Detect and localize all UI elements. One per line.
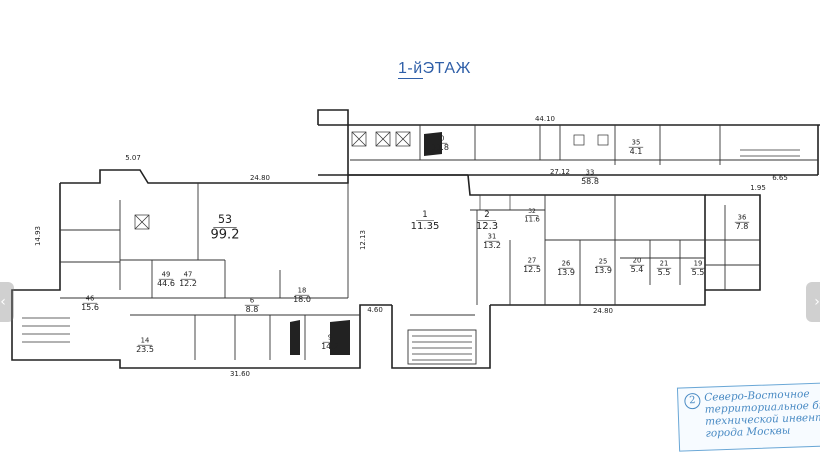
plan-viewer: 1-йЭТАЖ [0,60,820,452]
room-number: 35 [632,138,641,146]
chevron-right-icon: › [814,294,820,310]
bti-stamp: 2 Северо-Восточное территориальное бюро … [676,382,820,452]
room-area: 5.4 [631,265,644,274]
stair-hatching [22,149,800,361]
room-area: 12.3 [476,221,498,232]
shaded-areas [290,132,442,355]
room-number: 9 [328,333,332,341]
room-area: 5.5 [658,268,671,277]
room-number: 2 [484,210,489,220]
room-area: 23.5 [136,345,154,354]
room-number: 36 [738,213,747,221]
room-area: 11.35 [411,221,440,232]
room-area: 18.0 [293,295,311,304]
chevron-left-icon: ‹ [0,294,6,310]
room-number: 33 [586,168,595,176]
stamp-line: города Москвы [705,424,791,440]
room-area: 8.8 [246,305,259,314]
room-number: 53 [218,213,232,226]
room-number: 18 [298,286,307,294]
fixtures [134,131,609,230]
room-number: 21 [660,259,669,267]
prev-image-button[interactable]: ‹ [0,282,14,322]
room-area: 15.6 [81,303,99,312]
room-number: 19 [694,259,703,267]
room-area: 13.9 [557,268,575,277]
dim-bottom-right: 24.80 [593,307,613,315]
floor-number: 1-й [398,60,423,79]
room-area: 13.9 [594,266,612,275]
room-number: 6 [250,296,254,304]
room-number: 49 [162,270,171,278]
room-area: 33.8 [431,143,449,152]
inner-walls [60,125,818,365]
room-number: 26 [562,259,571,267]
room-area: 14.2 [321,342,339,351]
room-number: 47 [184,270,193,278]
room-number: 20 [633,256,642,264]
room-number: 40 [436,134,445,142]
room-area: 13.2 [483,241,501,250]
dim-bottom-left: 31.60 [230,370,250,378]
room-number: 27 [528,256,537,264]
next-image-button[interactable]: › [806,282,820,322]
dim-entry: 4.60 [367,306,383,314]
dim-left-height: 14.93 [34,226,42,246]
room-number: 46 [86,294,95,302]
dim-stair-width: 5.07 [125,154,141,162]
dimension-labels: 44.10 24.80 31.60 24.80 5.07 12.13 14.93… [34,115,788,378]
dim-top-overall: 44.10 [535,115,555,123]
dim-right-edge: 6.65 [772,174,788,182]
room-number: 14 [141,336,150,344]
room-number: 32 [528,208,536,215]
room-area: 58.8 [581,177,599,186]
room-labels: 5399.2111.35212.33211.63113.22712.52613.… [81,134,750,354]
room-area: 12.2 [179,279,197,288]
room-area: 7.8 [736,222,749,231]
room-number: 25 [599,257,608,265]
room-area: 11.6 [524,216,540,224]
floor-title: 1-йЭТАЖ [398,60,471,79]
room-area: 99.2 [211,228,240,243]
outer-walls [11,109,820,369]
room-area: 5.5 [692,268,705,277]
dim-left-wing-top: 24.80 [250,174,270,182]
dim-east-gap: 1.95 [750,184,766,192]
room-area: 44.6 [157,279,175,288]
room-area: 12.5 [523,265,541,274]
floor-label: ЭТАЖ [422,60,471,77]
stamp-number: 2 [684,392,701,410]
room-number: 31 [488,232,497,240]
dim-corridor: 27.12 [550,168,570,176]
floor-plan-drawing: 44.10 24.80 31.60 24.80 5.07 12.13 14.93… [11,109,820,378]
dim-center-height: 12.13 [359,230,367,250]
room-number: 1 [422,210,427,220]
room-area: 4.1 [630,147,643,156]
